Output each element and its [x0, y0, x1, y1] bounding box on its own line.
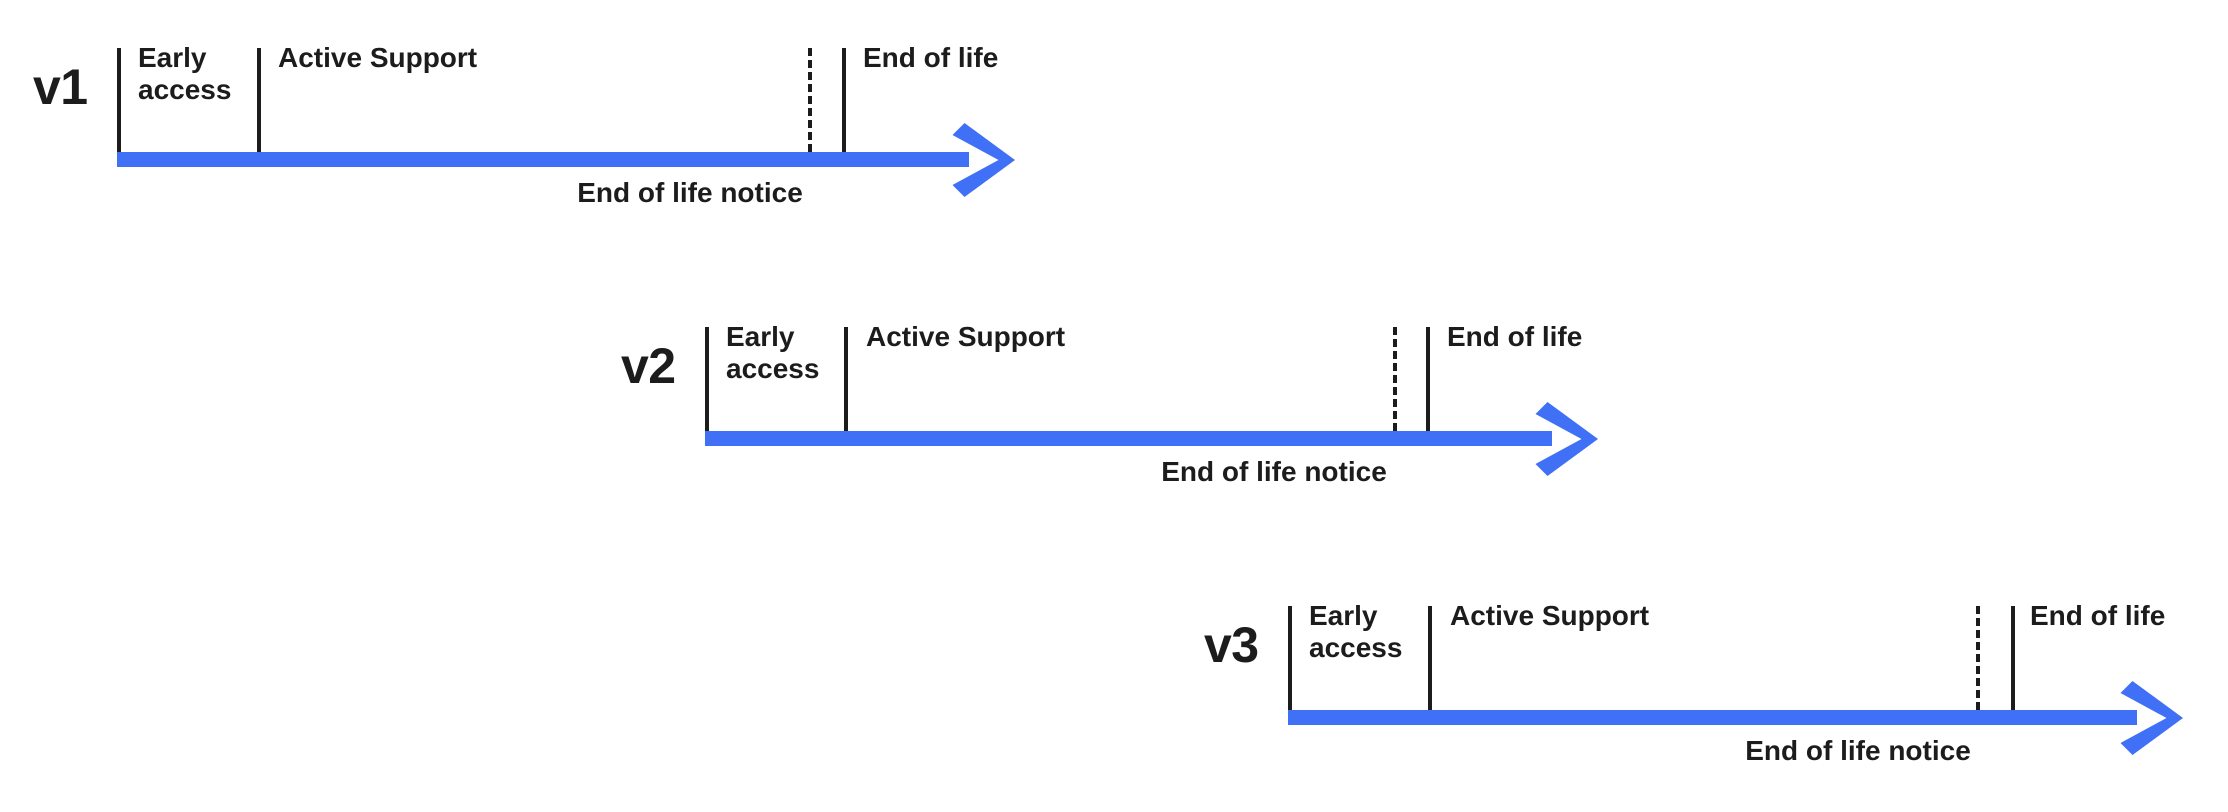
notice-label-v3: End of life notice	[1745, 735, 1971, 766]
timeline-arrow-head-v3	[2120, 680, 2183, 755]
end-of-life-notice-marker-v3	[1976, 606, 1980, 710]
notice-label-v1: End of life notice	[577, 177, 803, 208]
timeline-arrow-head-v1	[952, 122, 1015, 197]
end-of-life-notice-marker-v2	[1393, 327, 1397, 431]
phase-label-end-of-life-v3: End of life	[2030, 600, 2166, 631]
phase-label-end-of-life-v1: End of life	[863, 42, 999, 73]
phase-label-active-support-v3: Active Support	[1450, 600, 1650, 631]
phase-label-end-of-life-v2: End of life	[1447, 321, 1583, 352]
notice-label-v2: End of life notice	[1161, 456, 1387, 487]
version-label-v3: v3	[1204, 617, 1259, 673]
phase-divider-start-v1	[117, 48, 121, 152]
timeline-shaft-v1	[117, 152, 969, 167]
version-label-v1: v1	[33, 59, 88, 115]
phase-label-early-access-v1: Early access	[138, 42, 232, 105]
phase-divider-early-access-end-v1	[257, 48, 261, 152]
phase-label-active-support-v1: Active Support	[278, 42, 478, 73]
timeline-arrow-head-v2	[1535, 401, 1598, 476]
timeline-shaft-v3	[1288, 710, 2137, 725]
phase-label-active-support-v2: Active Support	[866, 321, 1066, 352]
phase-divider-end-of-life-v2	[1426, 327, 1430, 431]
end-of-life-notice-marker-v1	[808, 48, 812, 152]
phase-divider-early-access-end-v2	[844, 327, 848, 431]
phase-label-early-access-v2: Early access	[726, 321, 820, 384]
phase-divider-early-access-end-v3	[1428, 606, 1432, 710]
version-label-v2: v2	[621, 338, 676, 394]
phase-label-early-access-v3: Early access	[1309, 600, 1403, 663]
phase-divider-start-v2	[705, 327, 709, 431]
phase-divider-end-of-life-v3	[2011, 606, 2015, 710]
phase-divider-end-of-life-v1	[842, 48, 846, 152]
phase-divider-start-v3	[1288, 606, 1292, 710]
timeline-shaft-v2	[705, 431, 1552, 446]
